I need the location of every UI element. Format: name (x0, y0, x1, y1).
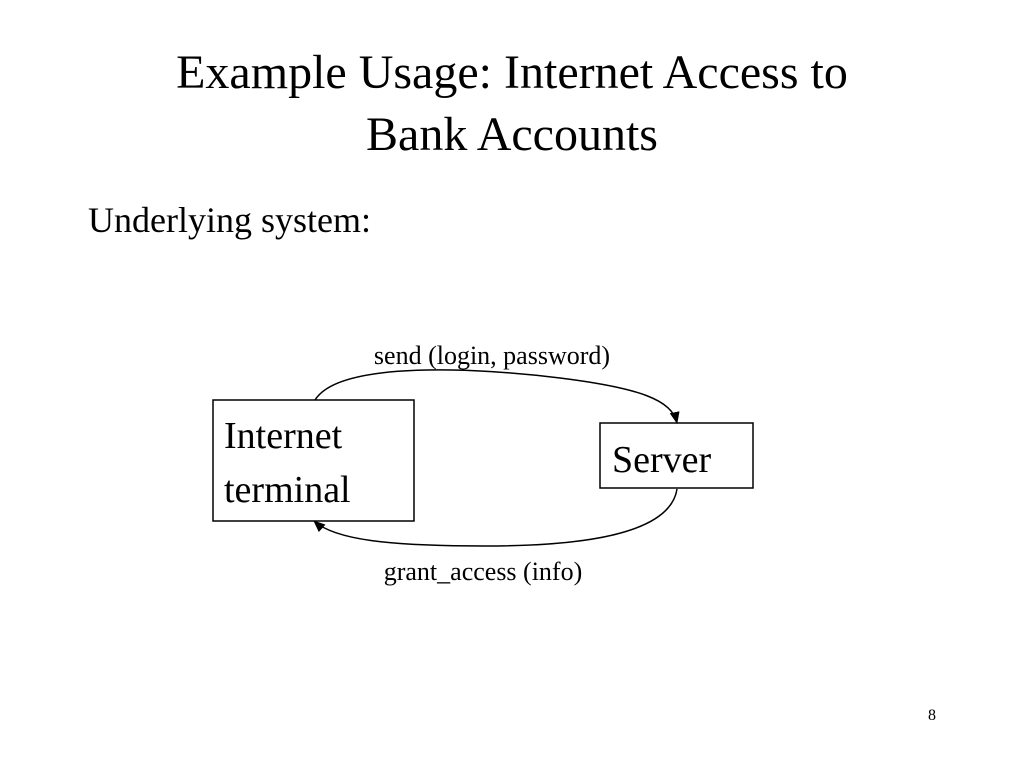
server-node: Server (599, 422, 754, 489)
slide-title: Example Usage: Internet Access to Bank A… (60, 42, 964, 166)
internet-terminal-label-line-2: terminal (224, 469, 351, 511)
internet-terminal-node: Internet terminal (212, 399, 415, 522)
internet-terminal-label-line-1: Internet (224, 415, 343, 457)
server-label: Server (612, 439, 712, 481)
grant-access-arrow-label: grant_access (info) (384, 557, 583, 586)
send-arrow (314, 369, 680, 424)
send-arrow-label: send (login, password) (374, 341, 610, 370)
server-box (599, 422, 754, 489)
slide-subtitle: Underlying system: (88, 200, 371, 240)
internet-terminal-box (212, 399, 415, 522)
grant-access-arrow (313, 488, 678, 547)
slide-title-line-1: Example Usage: Internet Access to (176, 46, 848, 99)
page-number: 8 (928, 707, 936, 724)
slide-title-line-2: Bank Accounts (366, 108, 658, 161)
